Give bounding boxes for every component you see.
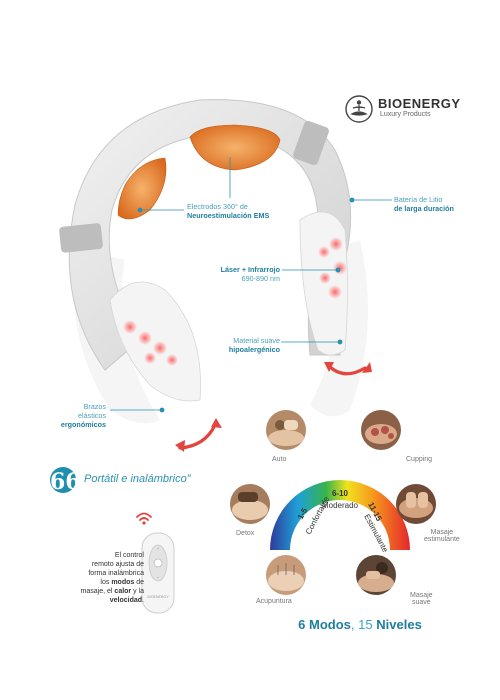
mode-photo-detox [230, 484, 270, 524]
footer-separator: , [350, 617, 355, 632]
remote-line4: los modos de [100, 579, 144, 586]
quote-text: Portátil e inalámbrico” [84, 473, 191, 485]
quote-icon: 66 [50, 467, 81, 495]
mode-label-masaje-estimulante-1: Masaje [430, 529, 454, 536]
callout-laser: Láser + Infrarrojo 690-890 nm [190, 265, 280, 283]
mode-label-acupuntura: Acupuntura [256, 598, 292, 605]
remote-description: El control remoto ajusta de forma inalám… [56, 551, 144, 605]
callout-laser-line1: Láser + Infrarrojo [220, 265, 280, 274]
mode-label-masaje-estimulante: Masaje estimulante [424, 529, 460, 543]
callout-material-line2: hipoalergénico [228, 345, 280, 354]
mode-label-cupping: Cupping [406, 456, 433, 463]
mode-photo-auto [266, 410, 306, 450]
modes-levels-summary: 6 Modos, 15 Niveles [110, 617, 500, 632]
intensity-gauge: 1-5 Confortable 6-10 Moderado 11-15 Esti… [270, 480, 410, 554]
gauge-range-2: 6-10 [332, 489, 349, 498]
remote-control-illustration: + − BIOENERGY [136, 512, 175, 614]
remote-line5: masaje, el calor y la [80, 588, 144, 595]
mode-label-detox: Detox [236, 530, 255, 537]
mode-photo-masaje-suave [356, 555, 396, 595]
callout-electrodes: Electrodos 360° de Neuroestimulación EMS [187, 202, 297, 220]
mode-label-masaje-suave-2: suave [411, 599, 431, 606]
brand-subtitle: Luxury Products [380, 111, 431, 118]
svg-text:+: + [157, 546, 160, 551]
callout-laser-line2: 690-890 nm [241, 274, 280, 283]
callout-arms: Brazos elásticos ergonómicos [40, 402, 106, 429]
neck-massager-illustration [59, 99, 392, 452]
callout-arms-line1: Brazos [83, 402, 106, 411]
mode-photo-masaje-estimulante [396, 484, 436, 524]
callout-arms-line3: ergonómicos [60, 420, 106, 429]
callout-battery-line1: Batería de Litio [394, 195, 443, 204]
mode-label-masaje-estimulante-2: estimulante [424, 536, 460, 543]
callout-material: Material suave hipoalergénico [190, 336, 280, 354]
callout-battery: Batería de Litio de larga duración [394, 195, 494, 213]
callout-arms-line2: elásticos [78, 411, 106, 420]
callout-electrodes-line1: Electrodos 360° de [187, 202, 248, 211]
mode-label-auto: Auto [272, 456, 287, 463]
footer-levels-count: 15 [358, 617, 373, 632]
mode-label-masaje-suave-1: Masaje [410, 592, 433, 599]
mode-photo-acupuntura [266, 555, 306, 595]
callout-battery-line2: de larga duración [394, 204, 454, 213]
mode-label-masaje-suave: Masaje suave [410, 592, 433, 606]
mode-photo-cupping [361, 410, 401, 450]
wireless-signal-icon [136, 512, 152, 521]
footer-levels-word: Niveles [376, 617, 422, 632]
remote-line1: El control [114, 552, 144, 559]
gauge-range-2-label: Moderado [322, 501, 359, 510]
remote-line2: remoto ajusta de [91, 561, 144, 568]
callout-material-line1: Material suave [233, 336, 280, 345]
callout-electrodes-line2: Neuroestimulación EMS [187, 211, 270, 220]
footer-modes-word: Modos [309, 617, 351, 632]
svg-text:−: − [157, 575, 160, 580]
footer-modes-count: 6 [298, 617, 306, 632]
meditation-logo-icon [345, 95, 373, 123]
remote-device-label: BIOENERGY [147, 595, 169, 599]
remote-line3: forma inalámbrica [88, 570, 144, 577]
brand-name: BIOENERGY [378, 96, 461, 111]
brand-logo: BIOENERGY Luxury Products [344, 92, 474, 126]
remote-line6: velocidad. [109, 597, 144, 604]
